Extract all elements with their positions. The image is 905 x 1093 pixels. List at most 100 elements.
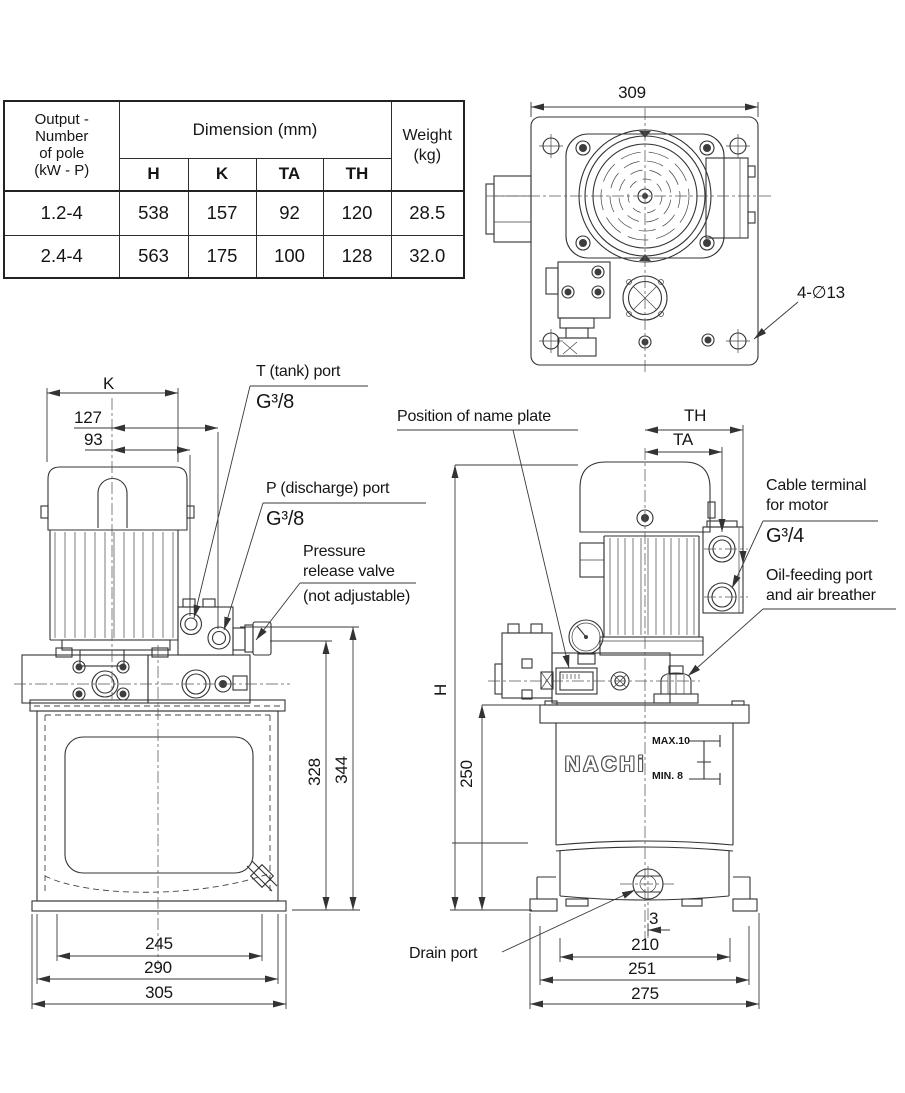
bolt: [701, 333, 715, 347]
sub-header-th: TH: [322, 157, 392, 192]
dim-127-label: 127: [74, 408, 102, 427]
cable-terminal-label-line1: Cable terminal: [766, 477, 867, 494]
mounting-brackets: [529, 876, 758, 912]
oil-port-label-line2: and air breather: [766, 587, 876, 604]
col-header-weight: Weight (kg): [390, 100, 465, 192]
dim-k: [46, 388, 179, 462]
dim-210-label: 210: [631, 935, 659, 954]
tank-port-label: T (tank) port: [256, 363, 341, 380]
oil-level-gauge: [689, 735, 721, 785]
dim-3-label: 3: [649, 909, 659, 928]
valve-block-top: [545, 261, 611, 357]
t-port: [179, 612, 203, 636]
col-header-dimension: Dimension (mm): [118, 100, 392, 159]
holes-leader: [753, 301, 799, 340]
dim-h-label: H: [430, 683, 450, 697]
spec-table: Output - Number of pole (kW - P) Dimensi…: [3, 100, 465, 279]
callout-leaders: [397, 429, 896, 953]
sub-header-ta: TA: [255, 157, 324, 192]
cell-ta: 100: [255, 234, 324, 279]
motor-bolt: [575, 140, 715, 251]
sub-header-k: K: [187, 157, 257, 192]
cell-weight: 28.5: [390, 190, 465, 236]
cell-output: 1.2-4: [3, 190, 120, 236]
dim-k-label: K: [103, 374, 115, 393]
terminal-box-front: [702, 520, 744, 614]
side-view-drawing: [14, 385, 426, 1009]
col-header-output-line: Output -: [34, 111, 89, 129]
oil-port-label-line1: Oil-feeding port: [766, 567, 873, 584]
junction-box-top: [485, 175, 532, 243]
cleanout-cover: [64, 736, 254, 874]
name-plate-callout-label: Position of name plate: [397, 408, 551, 425]
cell-output: 2.4-4: [3, 234, 120, 279]
dim-ta: [645, 447, 726, 532]
drain-port-label: Drain port: [409, 945, 478, 962]
col-header-output: Output - Number of pole (kW - P): [3, 100, 120, 192]
pressure-release-valve: [232, 621, 272, 656]
cell-k: 175: [187, 234, 257, 279]
dim-290: [36, 914, 279, 984]
dim-th: [645, 425, 747, 564]
dim-275: [529, 913, 760, 1009]
oil-level-max-label: MAX.10: [652, 735, 690, 747]
dim-210: [559, 938, 731, 962]
cable-terminal-size-label: G³/4: [766, 525, 805, 547]
dim-h: [450, 464, 578, 911]
dim-93: [85, 446, 191, 616]
air-breather: [653, 665, 699, 704]
oil-level-min-label: MIN. 8: [652, 770, 683, 782]
p-port: [207, 626, 231, 650]
col-header-output-line: Number: [35, 128, 89, 146]
holes-note-label: 4-∅13: [797, 283, 845, 302]
terminal-box-top: [705, 157, 756, 239]
cell-h: 538: [118, 190, 189, 236]
dim-251-label: 251: [628, 959, 656, 978]
spec-row: 1.2-4 538 157 92 120 28.5: [3, 190, 465, 236]
col-header-output-line: (kW - P): [34, 161, 90, 179]
cell-th: 120: [322, 190, 392, 236]
dim-250: [452, 704, 548, 910]
dim-3: [647, 924, 670, 936]
dim-290-label: 290: [144, 958, 172, 977]
callout-leaders: [193, 385, 426, 641]
base-plate: [31, 900, 287, 912]
sub-header-h: H: [118, 157, 189, 192]
dim-328: [270, 640, 332, 910]
cell-th: 128: [322, 234, 392, 279]
dim-250-label: 250: [456, 760, 476, 788]
dim-251: [539, 926, 750, 985]
dim-309-label: 309: [618, 83, 646, 102]
motor-side: [40, 466, 195, 667]
dim-344-label: 344: [331, 756, 351, 784]
dim-344: [240, 626, 360, 911]
pressure-gauge: [568, 619, 604, 665]
cell-k: 157: [187, 190, 257, 236]
tank-side: [29, 699, 287, 912]
pump-side: [21, 654, 251, 704]
col-header-output-line: of pole: [39, 145, 85, 162]
tank-port-size-label: G³/8: [256, 391, 295, 413]
dim-309: [530, 102, 759, 117]
spec-row: 2.4-4 563 175 100 128 32.0: [3, 234, 465, 279]
discharge-port-size-label: G³/8: [266, 508, 305, 530]
pressure-valve-label-line1: Pressure: [303, 543, 366, 560]
pressure-valve-label-line3: (not adjustable): [303, 588, 411, 605]
nachi-logo: NACHi: [565, 753, 647, 776]
cell-ta: 92: [255, 190, 324, 236]
dim-th-label: TH: [684, 406, 707, 425]
dim-275-label: 275: [631, 984, 659, 1003]
cell-weight: 32.0: [390, 234, 465, 279]
top-view-drawing: [485, 102, 799, 372]
dim-328-label: 328: [304, 758, 324, 786]
motor-front: [579, 461, 716, 656]
centerlines: [486, 108, 772, 372]
discharge-port-label: P (discharge) port: [266, 480, 390, 497]
col-header-weight-line: Weight: [402, 127, 452, 144]
dim-127: [74, 424, 219, 629]
cable-terminal-label-line2: for motor: [766, 497, 829, 514]
front-view-drawing: [397, 425, 896, 1009]
dim-245-label: 245: [145, 934, 173, 953]
corner-plug: [246, 860, 278, 892]
dim-93-label: 93: [84, 430, 103, 449]
